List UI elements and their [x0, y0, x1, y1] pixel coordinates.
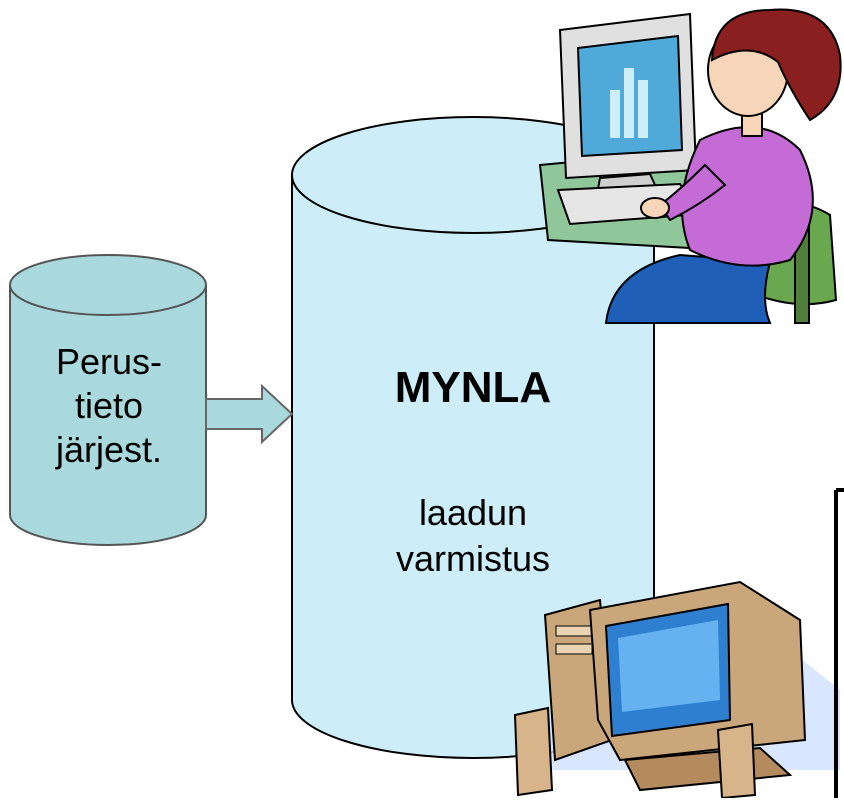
small-database-cylinder — [9, 254, 207, 546]
cropped-box-edge — [834, 488, 844, 798]
data-flow-arrow — [205, 383, 294, 445]
mynla-title: MYNLA — [394, 363, 552, 412]
small-database-label: Perus- tieto järjest. — [14, 340, 204, 472]
small-cylinder-top — [9, 254, 207, 316]
desktop-computer-clipart — [513, 580, 840, 800]
small-db-line-1: Perus- — [55, 341, 163, 382]
small-db-line-3: järjest. — [55, 429, 163, 470]
mynla-subtitle: laadun varmistus — [292, 490, 654, 582]
mynla-subtitle-line-1: laadun — [418, 492, 528, 533]
mynla-subtitle-line-2: varmistus — [395, 538, 551, 579]
woman-at-computer-clipart — [538, 8, 842, 324]
small-cylinder-body — [9, 284, 207, 546]
small-db-line-2: tieto — [74, 385, 144, 426]
